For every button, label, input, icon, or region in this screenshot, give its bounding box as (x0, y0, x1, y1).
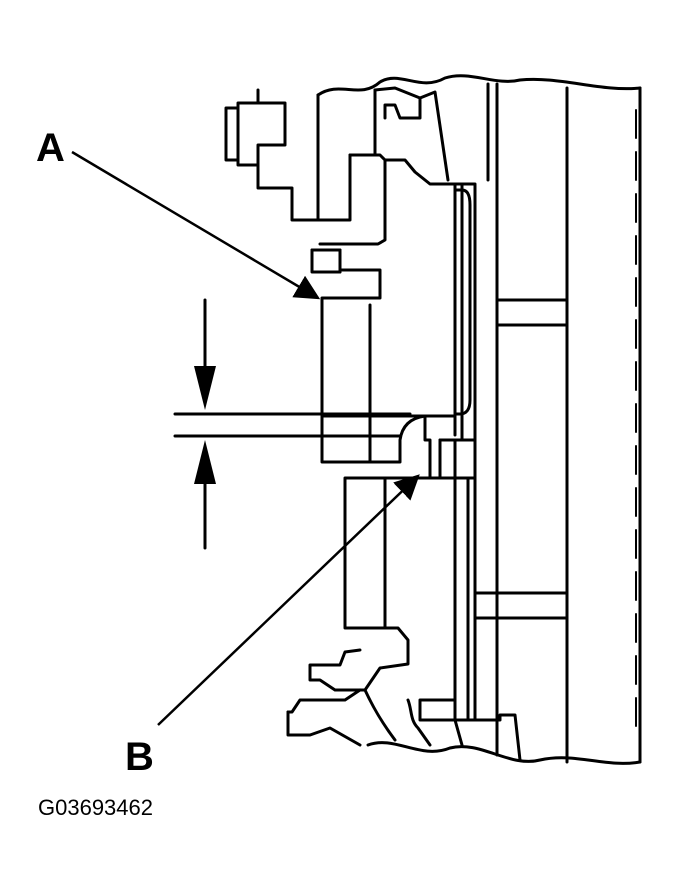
piston (310, 188, 472, 464)
leader-line-b (157, 474, 420, 726)
lower-retainer (286, 476, 522, 762)
clearance-dimension (173, 298, 412, 550)
shaft-housing (316, 74, 642, 765)
dimension-arrow-down (194, 366, 216, 410)
callout-label-a: A (36, 126, 65, 170)
leader-line-a (71, 150, 321, 300)
figure-id: G03693462 (38, 795, 153, 820)
upper-retainer (224, 86, 457, 437)
callout-label-b: B (125, 735, 154, 779)
dimension-arrow-up (194, 440, 216, 484)
clutch-plate (416, 182, 477, 722)
